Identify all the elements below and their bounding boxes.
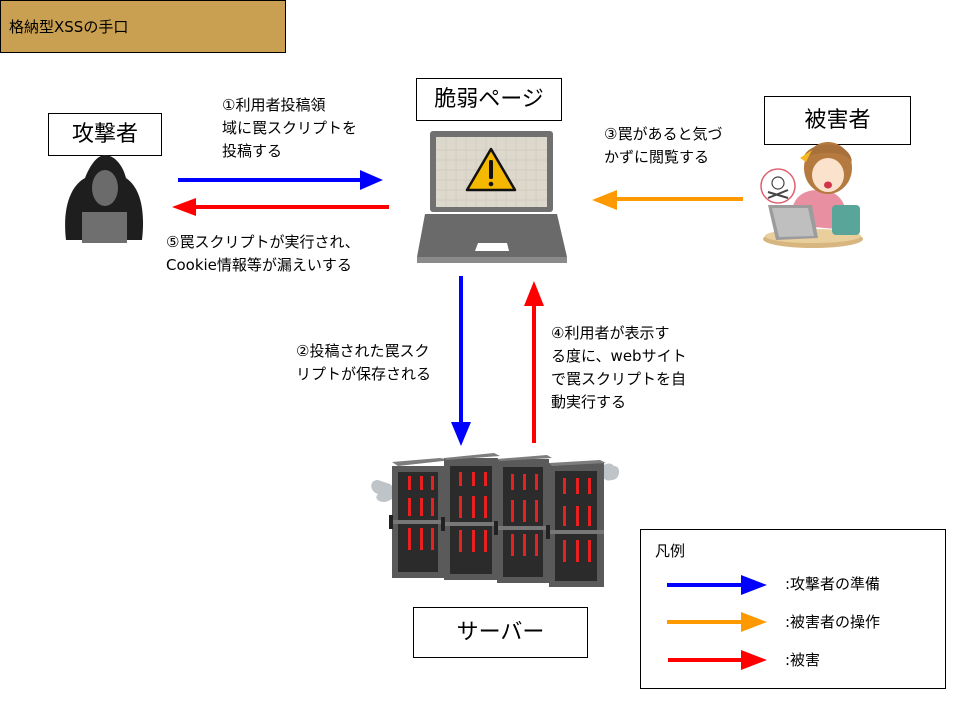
step-5-text: ⑤罠スクリプトが実行され、 Cookie情報等が漏えいする — [166, 233, 360, 274]
step-5-arrow — [172, 198, 389, 216]
step-2-arrow — [451, 276, 471, 446]
step-1-text: ①利用者投稿領 域に罠スクリプトを 投稿する — [222, 96, 358, 160]
legend-arrow-red — [668, 650, 767, 670]
legend-arrow-blue — [667, 575, 767, 595]
step-2-text: ②投稿された罠スク リプトが保存される — [296, 342, 432, 383]
legend-item-attacker-prep: :攻撃者の準備 — [785, 575, 881, 593]
legend-title: 凡例 — [655, 542, 686, 560]
step-3-arrow — [592, 190, 743, 210]
diagram-title: 格納型XSSの手口 — [0, 0, 286, 53]
legend-item-victim-action: :被害者の操作 — [785, 613, 881, 631]
vulnerable-page-label: 脆弱ページ — [416, 78, 562, 121]
step-4-text: ④利用者が表示す る度に、webサイト で罠スクリプトを自 動実行する — [551, 324, 687, 411]
step-4-arrow — [524, 281, 544, 443]
server-label: サーバー — [413, 607, 588, 658]
step-3-text: ③罠があると気づ かずに閲覧する — [604, 125, 723, 166]
legend-arrow-orange — [667, 612, 767, 632]
server-racks-icon — [371, 453, 620, 587]
distressed-woman-laptop-icon — [760, 142, 863, 248]
legend-item-damage: :被害 — [785, 651, 821, 669]
attacker-label: 攻撃者 — [48, 113, 162, 156]
hooded-hacker-icon — [65, 155, 144, 243]
step-1-arrow — [178, 170, 383, 190]
legend: 凡例 :攻撃者の準備 :被害者の操作 :被害 — [640, 529, 946, 689]
laptop-warning-icon — [417, 131, 567, 263]
